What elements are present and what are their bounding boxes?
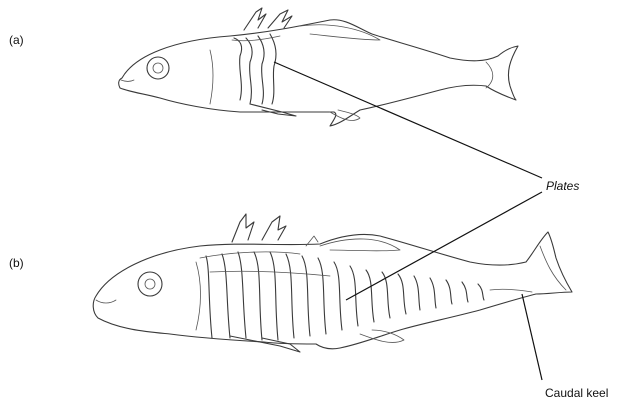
fish-b-pelvic-spine (230, 336, 300, 352)
fish-a-mouth (121, 80, 134, 82)
fish-a-tail-rays (486, 62, 493, 88)
panel-b-label: (b) (9, 257, 24, 269)
fish-a-plates (232, 34, 280, 104)
plates-leader-line-b (346, 192, 542, 300)
fish-b-drawing (93, 214, 572, 352)
caudal-keel-leader-line (522, 294, 542, 380)
fish-a-gill-line (210, 50, 213, 104)
fish-b-mouth (96, 300, 116, 303)
fish-a-dorsal-spine-1 (244, 8, 266, 30)
fish-b-caudal-keel (490, 289, 532, 292)
fish-a-eye (147, 57, 169, 79)
plates-callout-label: Plates (546, 180, 579, 192)
fish-b-dorsal-fin (320, 239, 400, 251)
fish-a-dorsal-spine-2 (268, 10, 292, 28)
fish-b-body-outline (93, 232, 572, 349)
fish-b-plates (200, 252, 484, 340)
plates-leader-line-a (274, 62, 542, 178)
fish-b-dorsal-spine-1 (232, 214, 254, 242)
fish-b-tail-rays (540, 246, 566, 290)
fish-a-pelvic-spine (250, 104, 296, 116)
fish-b-dorsal-spine-2 (262, 216, 286, 240)
fish-a-pupil (153, 63, 163, 73)
fish-b-eye (138, 272, 162, 296)
panel-a-label: (a) (9, 34, 24, 46)
fish-b-gill-line (196, 262, 201, 330)
fish-b-pupil (145, 279, 155, 289)
fish-a-body-outline (119, 20, 518, 126)
caudal-keel-callout-label: Caudal keel (545, 387, 608, 399)
fish-a-drawing (119, 8, 518, 126)
